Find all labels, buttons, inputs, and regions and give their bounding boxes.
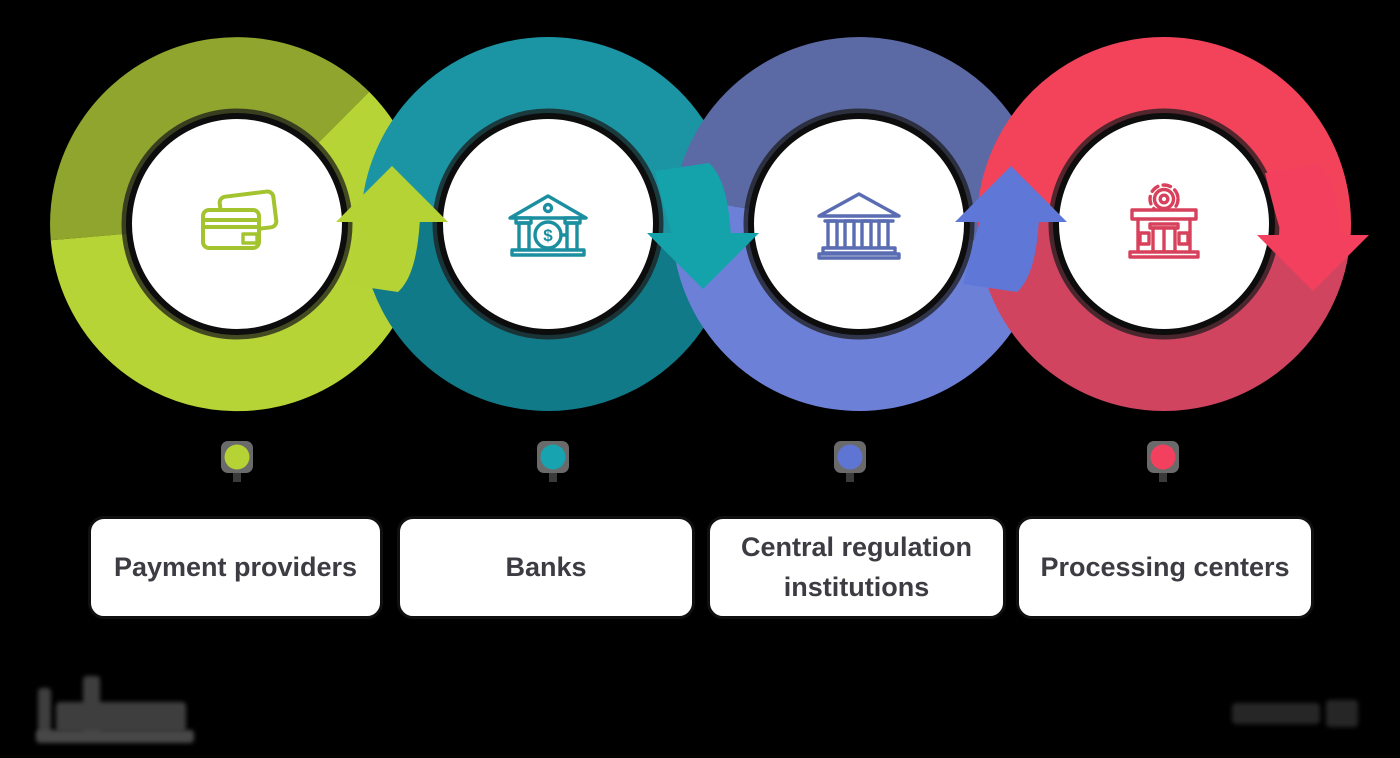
arrow-head bbox=[647, 233, 759, 289]
stage-dot-1 bbox=[221, 441, 253, 482]
flow-arrow-up-1 bbox=[336, 166, 448, 292]
factory-gear-icon bbox=[1128, 183, 1200, 259]
stage-dot-4 bbox=[1147, 441, 1179, 482]
credit-cards-icon bbox=[201, 189, 279, 250]
stage-dot-3 bbox=[834, 441, 866, 482]
stage-label: Banks bbox=[505, 551, 587, 582]
arrow-shaft bbox=[344, 218, 420, 292]
bank-dollar-icon: $ bbox=[508, 194, 588, 257]
inner-circle-halo bbox=[743, 108, 975, 340]
ring-arc-bottom bbox=[672, 198, 1045, 411]
ring-arc-dark bbox=[50, 37, 370, 241]
dot-stem bbox=[233, 473, 241, 482]
arrow-head bbox=[1257, 235, 1369, 291]
stage-label: Central regulation institutions bbox=[740, 532, 973, 602]
dot-marker bbox=[540, 444, 566, 470]
dot-marker bbox=[1150, 444, 1176, 470]
inner-circle bbox=[748, 113, 970, 335]
inner-circle-halo bbox=[1048, 108, 1280, 340]
watermark-shape bbox=[1232, 703, 1320, 724]
stage-label-card-processing-centers: Processing centers bbox=[1016, 516, 1314, 619]
arrow-shaft bbox=[1265, 165, 1341, 239]
government-building-icon bbox=[817, 192, 901, 260]
dot-stem bbox=[549, 473, 557, 482]
arrow-head bbox=[336, 166, 448, 222]
arrow-head bbox=[955, 166, 1067, 222]
dot-marker bbox=[224, 444, 250, 470]
inner-circle-halo bbox=[432, 108, 664, 340]
logo-shape bbox=[56, 702, 186, 732]
dot-marker bbox=[837, 444, 863, 470]
arrow-shaft bbox=[655, 163, 731, 237]
flow-arrow-down-4 bbox=[1257, 165, 1369, 291]
watermark-shape bbox=[1326, 700, 1358, 727]
logo-shape bbox=[36, 730, 194, 743]
stage-label: Payment providers bbox=[113, 551, 358, 582]
flow-arrow-up-3 bbox=[955, 166, 1067, 292]
stage-label: Processing centers bbox=[1040, 551, 1290, 582]
dot-stem bbox=[846, 473, 854, 482]
inner-circle-halo bbox=[121, 108, 353, 340]
stage-label-card-payment-providers: Payment providers bbox=[88, 516, 383, 619]
logo-shape bbox=[38, 688, 51, 738]
arrow-shaft bbox=[963, 218, 1039, 292]
dot-stem bbox=[1159, 473, 1167, 482]
stage-label-card-banks: Banks bbox=[397, 516, 695, 619]
company-logo bbox=[36, 676, 201, 748]
flow-arrow-down-2 bbox=[647, 163, 759, 289]
watermark bbox=[1232, 700, 1360, 728]
stage-label-card-central-regulation: Central regulation institutions bbox=[707, 516, 1006, 619]
stage-dot-2 bbox=[537, 441, 569, 482]
dollar-glyph: $ bbox=[543, 226, 553, 245]
